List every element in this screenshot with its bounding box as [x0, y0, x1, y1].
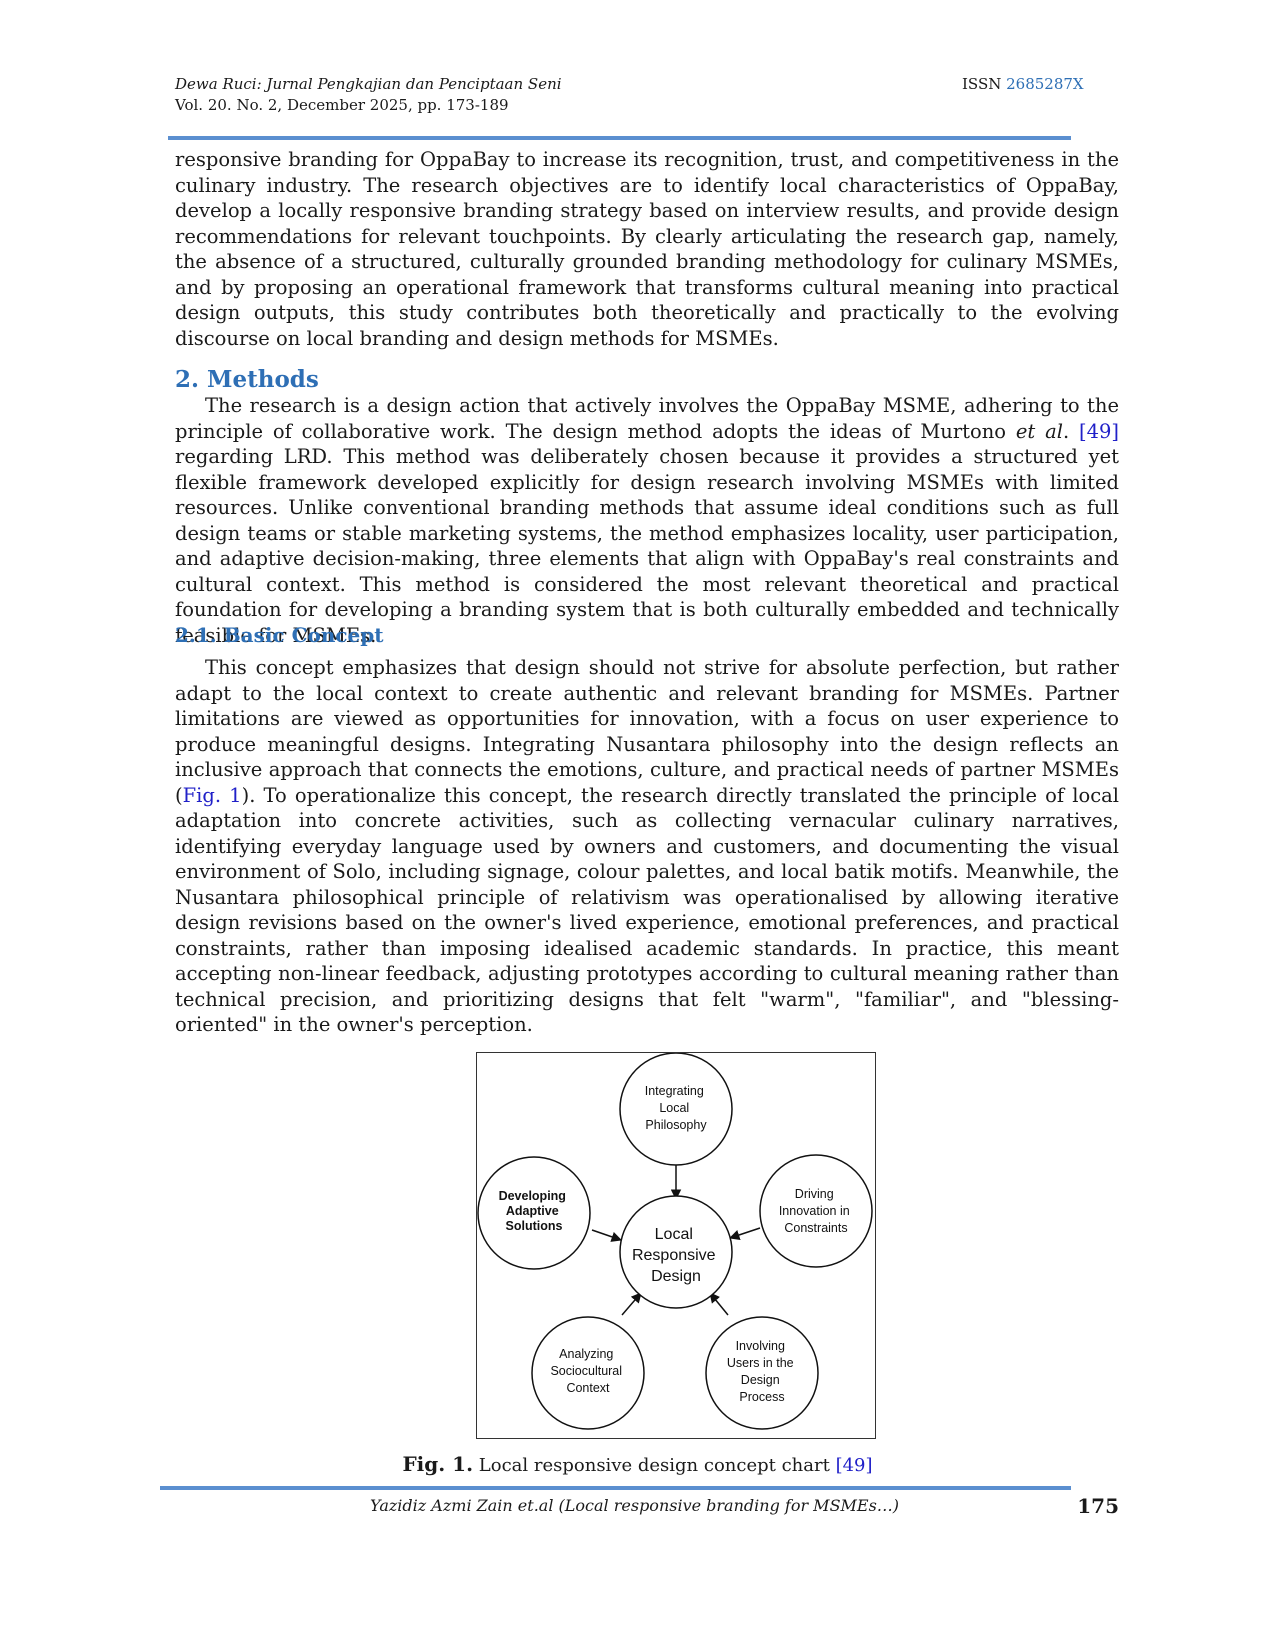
journal-title: Dewa Ruci: Jurnal Pengkajian dan Pencipt…: [175, 75, 562, 93]
figure-caption: Fig. 1. Local responsive design concept …: [0, 1452, 1275, 1478]
basic-concept-paragraph: This concept emphasizes that design shou…: [175, 655, 1119, 1038]
section-heading-basic-concept: 2.1. Basic Concept: [175, 623, 384, 647]
figure-caption-label: Fig. 1.: [402, 1452, 474, 1476]
node-bottom-left-label: Analyzing Sociocultural Context: [550, 1347, 625, 1395]
intro-text: responsive branding for OppaBay to incre…: [175, 147, 1119, 351]
node-bottom-right-label: Involving Users in the Design Process: [727, 1339, 797, 1404]
page-number: 175: [1077, 1494, 1119, 1518]
methods-text-3: regarding LRD. This method was deliberat…: [175, 445, 1119, 647]
figure-diagram: Integrating Local Philosophy Developing …: [476, 1052, 876, 1439]
figure-link-fig1[interactable]: Fig. 1: [182, 783, 242, 807]
arrow-bottom-right-to-center: [709, 1292, 729, 1316]
citation-link-49[interactable]: [49]: [1078, 419, 1119, 443]
methods-text-2: .: [1062, 419, 1079, 443]
basic-concept-text: This concept emphasizes that design shou…: [175, 655, 1119, 1038]
basic-concept-text-1: This concept emphasizes that design shou…: [175, 656, 1119, 807]
basic-concept-text-2: ). To operationalize this concept, the r…: [175, 783, 1119, 1037]
node-left: [477, 1156, 591, 1270]
methods-paragraph: The research is a design action that act…: [175, 393, 1119, 648]
footer-rule: [160, 1486, 1071, 1490]
arrow-right-to-center: [729, 1227, 761, 1240]
running-header: Dewa Ruci: Jurnal Pengkajian dan Pencipt…: [175, 74, 562, 116]
section-heading-methods: 2. Methods: [175, 366, 319, 393]
node-bottom-right: [705, 1316, 819, 1430]
node-bottom-left: [531, 1316, 645, 1430]
issn: ISSN 2685287X: [962, 74, 1084, 95]
node-left-label: Developing Adaptive Solutions: [499, 1189, 570, 1233]
arrow-left-to-center: [591, 1229, 622, 1242]
node-center: [619, 1195, 733, 1309]
intro-paragraph: responsive branding for OppaBay to incre…: [175, 148, 1119, 350]
footer-author: Yazidiz Azmi Zain et.al (Local responsiv…: [370, 1496, 900, 1515]
node-top-label: Integrating Local Philosophy: [645, 1084, 708, 1132]
methods-text-1: The research is a design action that act…: [175, 394, 1119, 443]
header-rule: [168, 136, 1071, 140]
volume-info: Vol. 20. No. 2, December 2025, pp. 173-1…: [175, 96, 509, 114]
issn-label: ISSN: [962, 75, 1002, 93]
methods-text: The research is a design action that act…: [175, 393, 1119, 648]
node-right-label: Driving Innovation in Constraints: [779, 1187, 853, 1235]
node-top: [619, 1053, 733, 1166]
node-right: [759, 1154, 873, 1268]
figure-caption-text: Local responsive design concept chart: [478, 1455, 830, 1476]
caption-citation-link-49[interactable]: [49]: [835, 1455, 873, 1476]
arrow-bottom-left-to-center: [621, 1292, 642, 1316]
issn-number-link[interactable]: 2685287X: [1006, 75, 1084, 93]
node-center-label: Local Responsive Design: [632, 1226, 720, 1285]
methods-etal: et al: [1015, 419, 1063, 443]
concept-diagram-svg: Integrating Local Philosophy Developing …: [477, 1053, 873, 1430]
